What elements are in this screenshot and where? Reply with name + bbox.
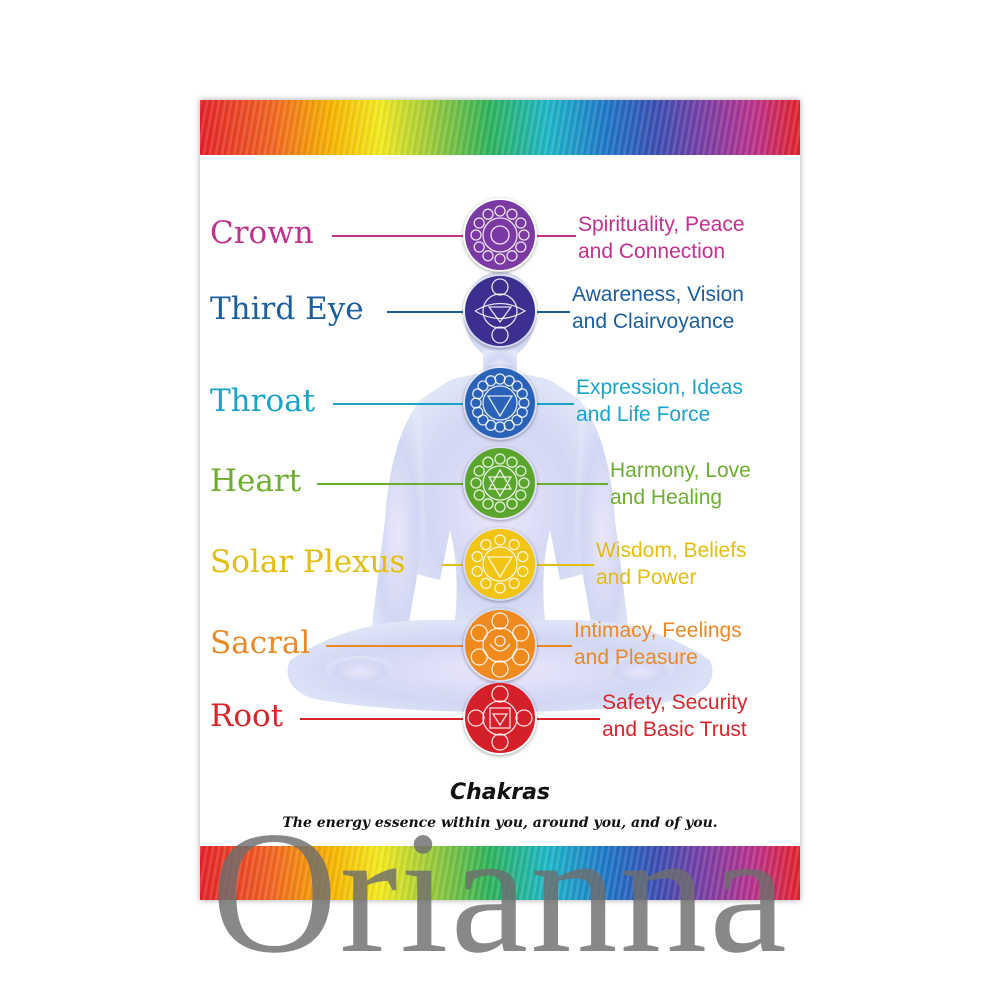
connector-line-left (333, 403, 463, 405)
connector-line-left (326, 645, 463, 647)
chakra-description-third-eye: Awareness, Vision and Clairvoyance (572, 281, 744, 336)
watermark-text: Orianna (211, 795, 789, 989)
description-line-1: Expression, Ideas (576, 376, 743, 399)
description-line-2: and Basic Trust (602, 718, 747, 742)
third-eye-chakra-icon (463, 274, 537, 348)
description-line-1: Spirituality, Peace (578, 213, 745, 236)
connector-line-left (317, 483, 463, 485)
description-line-1: Safety, Security (602, 691, 748, 714)
poster-subtitle: The energy essence within you, around yo… (282, 815, 718, 831)
chakra-name-third-eye: Third Eye (210, 291, 364, 327)
description-line-2: and Healing (610, 486, 723, 510)
description-line-2: and Pleasure (574, 646, 698, 670)
connector-line-right (537, 718, 600, 720)
connector-line-left (387, 311, 463, 313)
description-line-1: Intimacy, Feelings (574, 619, 742, 642)
solar-plexus-chakra-icon (463, 527, 537, 601)
chakra-name-throat: Throat (210, 383, 316, 419)
rainbow-band-top (200, 100, 800, 155)
chakra-description-crown: Spirituality, Peace and Connection (578, 211, 745, 266)
chakra-description-throat: Expression, Ideas and Life Force (576, 374, 743, 429)
description-line-1: Awareness, Vision (572, 283, 744, 306)
connector-line-right (537, 403, 574, 405)
connector-line-right (537, 564, 594, 566)
description-line-2: and Clairvoyance (572, 310, 735, 334)
connector-line-right (537, 311, 570, 313)
heart-chakra-icon (463, 446, 537, 520)
chakra-description-root: Safety, Security and Basic Trust (602, 689, 748, 744)
chakra-name-solar-plexus: Solar Plexus (210, 544, 406, 580)
description-line-1: Wisdom, Beliefs (596, 539, 747, 562)
connector-line-right (537, 235, 576, 237)
rainbow-band-bottom (200, 846, 800, 900)
connector-line-right (537, 483, 608, 485)
throat-chakra-icon (463, 366, 537, 440)
sacral-chakra-icon (463, 608, 537, 682)
chakra-name-root: Root (210, 698, 284, 734)
chakra-description-heart: Harmony, Love and Healing (610, 457, 751, 512)
crown-chakra-icon (463, 198, 537, 272)
description-line-2: and Life Force (576, 403, 711, 427)
chakra-name-sacral: Sacral (210, 625, 311, 661)
description-line-2: and Connection (578, 240, 726, 264)
connector-line-left (442, 564, 463, 566)
description-line-1: Harmony, Love (610, 459, 751, 482)
chakra-name-heart: Heart (210, 463, 302, 499)
poster-title: Chakras (449, 780, 551, 805)
description-line-2: and Power (596, 566, 697, 590)
connector-line-left (332, 235, 463, 237)
chakra-description-solar-plexus: Wisdom, Beliefs and Power (596, 537, 747, 592)
chakra-description-sacral: Intimacy, Feelings and Pleasure (574, 617, 742, 672)
connector-line-right (537, 645, 572, 647)
chakra-name-crown: Crown (210, 215, 314, 251)
connector-line-left (300, 718, 463, 720)
root-chakra-icon (463, 681, 537, 755)
